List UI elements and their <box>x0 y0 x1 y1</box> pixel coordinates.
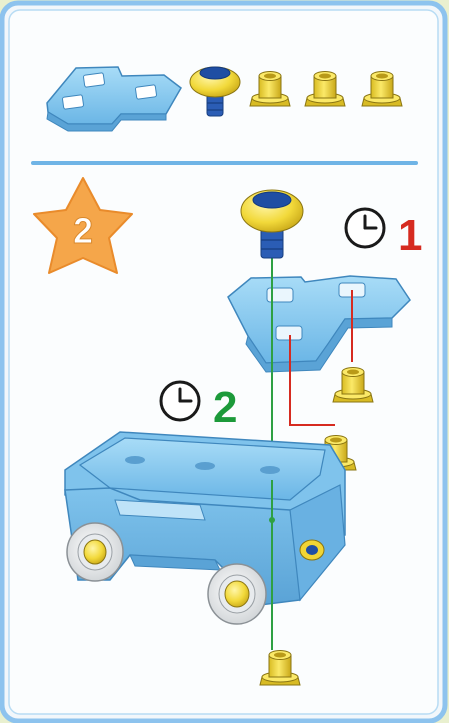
wheel-right <box>208 564 266 624</box>
guide-point <box>269 517 275 523</box>
callout-2-number: 2 <box>213 383 237 432</box>
callout-1-number: 1 <box>398 211 422 260</box>
clock-icon <box>161 382 199 420</box>
wheel-left <box>67 523 123 581</box>
clock-icon <box>346 209 384 247</box>
step-number: 2 <box>73 210 93 251</box>
